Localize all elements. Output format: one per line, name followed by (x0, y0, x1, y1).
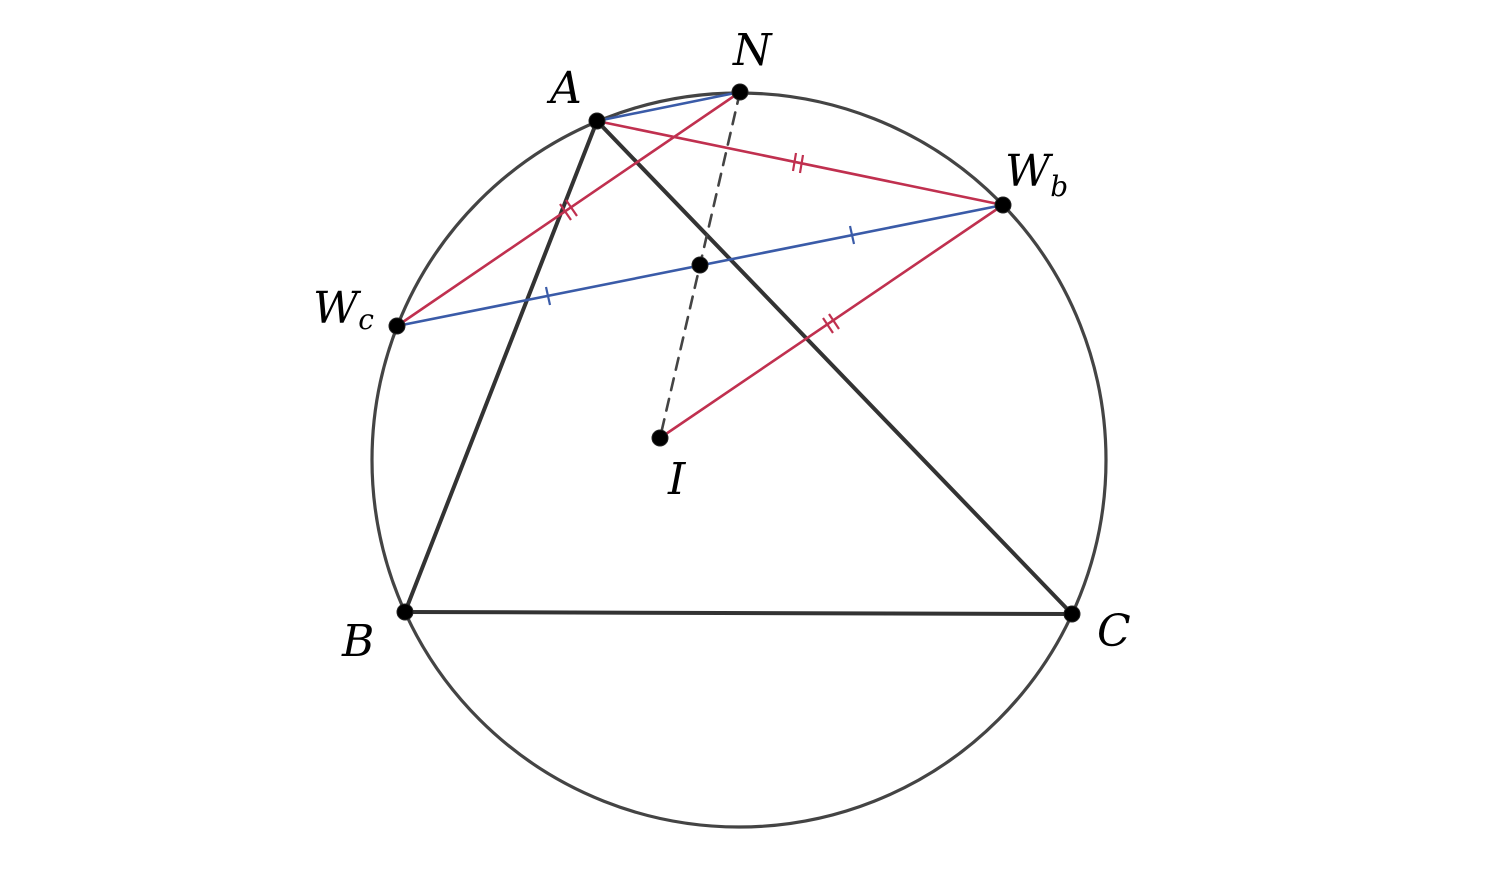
point-wb (994, 196, 1012, 214)
label-wb-main: W (1005, 146, 1054, 197)
side-ab (403, 119, 599, 614)
point-c (1063, 605, 1081, 623)
segment-wc-n (395, 90, 742, 328)
segment-a-n (595, 90, 742, 123)
point-midpoint (691, 256, 709, 274)
point-wc (388, 317, 406, 335)
point-n (731, 83, 749, 101)
segment-wb-i (658, 203, 1005, 440)
label-wc: Wc (313, 283, 374, 336)
side-bc (403, 610, 1074, 616)
double-tick-wc-n (559, 199, 578, 221)
label-n: N (732, 25, 773, 76)
double-tick-wb-i (822, 313, 840, 334)
tick-mark-blue-2 (848, 225, 856, 245)
label-wb-sub: b (1050, 170, 1068, 203)
point-a (588, 112, 606, 130)
label-wc-sub: c (358, 303, 374, 336)
label-b: B (341, 616, 374, 667)
label-i: I (667, 454, 687, 505)
label-c: C (1097, 606, 1131, 657)
segment-a-wb (595, 119, 1005, 207)
side-ca (595, 119, 1074, 616)
point-b (396, 603, 414, 621)
label-wb: Wb (1005, 146, 1068, 203)
point-i (651, 429, 669, 447)
tick-mark-blue-1 (544, 286, 552, 306)
double-tick-a-wb (791, 152, 805, 174)
label-wc-main: W (313, 283, 362, 334)
label-a: A (546, 63, 582, 114)
